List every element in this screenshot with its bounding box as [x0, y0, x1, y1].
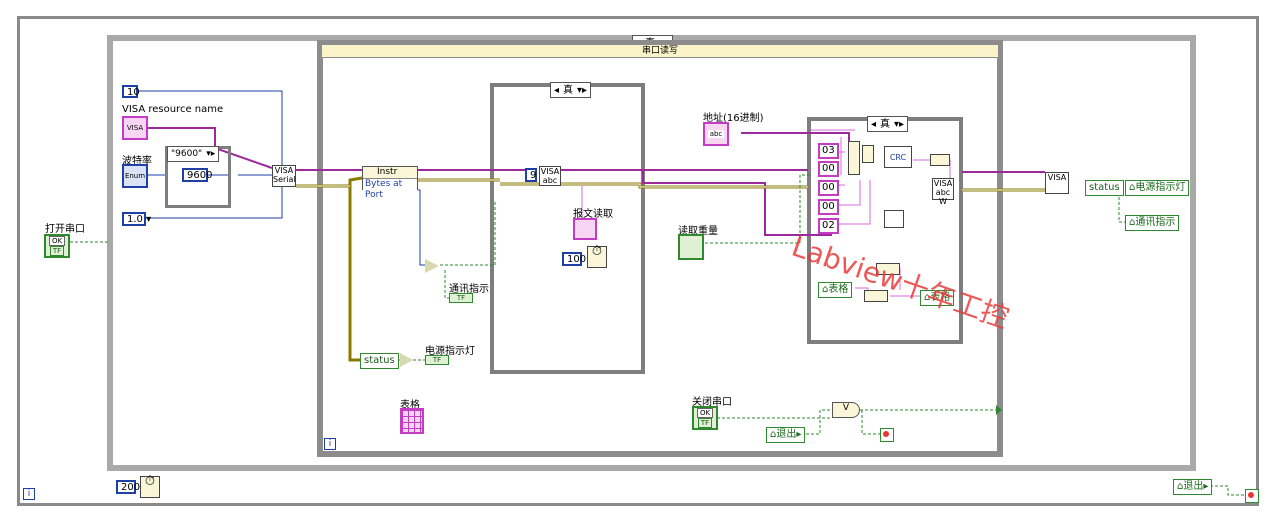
table-grid-node-2: [864, 290, 888, 302]
const-02[interactable]: 02: [818, 218, 839, 234]
baud-value-constant[interactable]: 9600: [182, 168, 212, 182]
close-port-button[interactable]: OK TF: [692, 406, 718, 430]
exit-local-ref: ⌂退出▸: [766, 427, 806, 443]
wait-ms-icon-outer: ⏱: [140, 475, 160, 498]
selector-left-arrow-icon[interactable]: ◂: [554, 84, 560, 96]
close-port-label: 关闭串口: [692, 397, 732, 408]
status-unbundle-right: status: [1085, 180, 1124, 196]
visa-resource-label: VISA resource name: [122, 104, 224, 115]
selector-dropdown-icon[interactable]: ▾▸: [894, 118, 905, 130]
visa-write-node[interactable]: VISA abc W: [932, 178, 954, 206]
const-10[interactable]: 10: [122, 85, 140, 98]
read-quantity-button[interactable]: [678, 234, 704, 260]
concat-node[interactable]: [862, 145, 874, 163]
crc-subvi[interactable]: CRC: [884, 146, 912, 168]
open-port-button[interactable]: OK TF: [44, 234, 70, 258]
table-control[interactable]: [400, 408, 424, 434]
property-node[interactable]: Instr Bytes at Port: [362, 166, 418, 201]
power-light-indicator: TF: [425, 355, 449, 365]
or-gate-icon: V: [832, 402, 860, 418]
const-00-c[interactable]: 00: [818, 199, 839, 215]
baud-case-selector[interactable]: "9600" ▾▸: [167, 146, 220, 162]
wait-node: [884, 210, 904, 228]
power-light-ref: ⌂电源指示灯: [1125, 180, 1190, 196]
array-node-1[interactable]: [930, 154, 950, 166]
selector-dropdown-icon[interactable]: ▾▸: [577, 84, 588, 96]
const-9[interactable]: 9: [525, 168, 537, 182]
inner-loop-iteration-terminal: i: [324, 438, 336, 450]
table-label: 表格: [400, 400, 420, 411]
comm-indicator-ref: ⌂通讯指示: [1125, 215, 1180, 231]
comm-indicator-label: 通讯指示: [449, 284, 489, 295]
address-control[interactable]: abc: [703, 122, 729, 146]
outer-while-loop: [17, 16, 1259, 506]
wait-200-constant[interactable]: 200: [116, 480, 140, 494]
open-port-label: 打开串口: [45, 224, 85, 235]
stop-terminal-icon: [880, 428, 894, 442]
visa-configure-serial-node[interactable]: VISA Serial: [272, 165, 296, 187]
table-grid-node-1: [876, 263, 900, 275]
stop-terminal-icon-outer: [1245, 489, 1259, 503]
serial-rw-subdiagram-label: 串口读写: [322, 45, 998, 58]
const-00-a[interactable]: 00: [818, 161, 839, 177]
dropdown-icon[interactable]: ▾: [142, 214, 152, 225]
exit-local-ref-outer: ⌂退出▸: [1173, 479, 1213, 495]
selector-left-arrow-icon[interactable]: ◂: [871, 118, 877, 130]
baud-rate-label: 波特率: [122, 156, 152, 167]
build-array-node[interactable]: [848, 141, 860, 175]
message-read-label: 报文读取: [573, 209, 613, 220]
greater-than-zero-icon: [425, 259, 439, 273]
selector-dropdown-icon[interactable]: ▾▸: [206, 148, 216, 159]
read-case-selector[interactable]: ◂ 真 ▾▸: [550, 82, 592, 98]
read-quantity-label: 读取重量: [678, 226, 718, 237]
wait-100-constant[interactable]: 100: [562, 252, 586, 266]
wait-ms-icon: ⏱: [587, 245, 607, 268]
visa-read-node[interactable]: VISA abc: [539, 166, 561, 186]
message-read-indicator: [573, 218, 597, 240]
address-label: 地址(16进制): [703, 113, 764, 124]
write-case-selector[interactable]: ◂ 真 ▾▸: [867, 116, 909, 132]
table-reference-1: ⌂表格: [818, 282, 853, 298]
not-gate-icon: [400, 353, 413, 367]
power-light-label: 电源指示灯: [425, 346, 475, 357]
baud-rate-enum-control[interactable]: Enum: [122, 164, 148, 188]
const-03[interactable]: 03: [818, 143, 839, 159]
status-unbundle: status: [360, 353, 399, 369]
visa-resource-control[interactable]: VISA: [122, 116, 148, 140]
table-reference-2: ⌂表格: [920, 290, 955, 306]
timeout-constant[interactable]: 1.0 ▾: [122, 212, 151, 226]
outer-loop-iteration-terminal: i: [23, 488, 35, 500]
visa-close-node[interactable]: VISA: [1045, 172, 1069, 194]
const-00-b[interactable]: 00: [818, 180, 839, 196]
comm-indicator: TF: [449, 293, 473, 303]
shift-register-arrow-icon: [996, 405, 1002, 415]
